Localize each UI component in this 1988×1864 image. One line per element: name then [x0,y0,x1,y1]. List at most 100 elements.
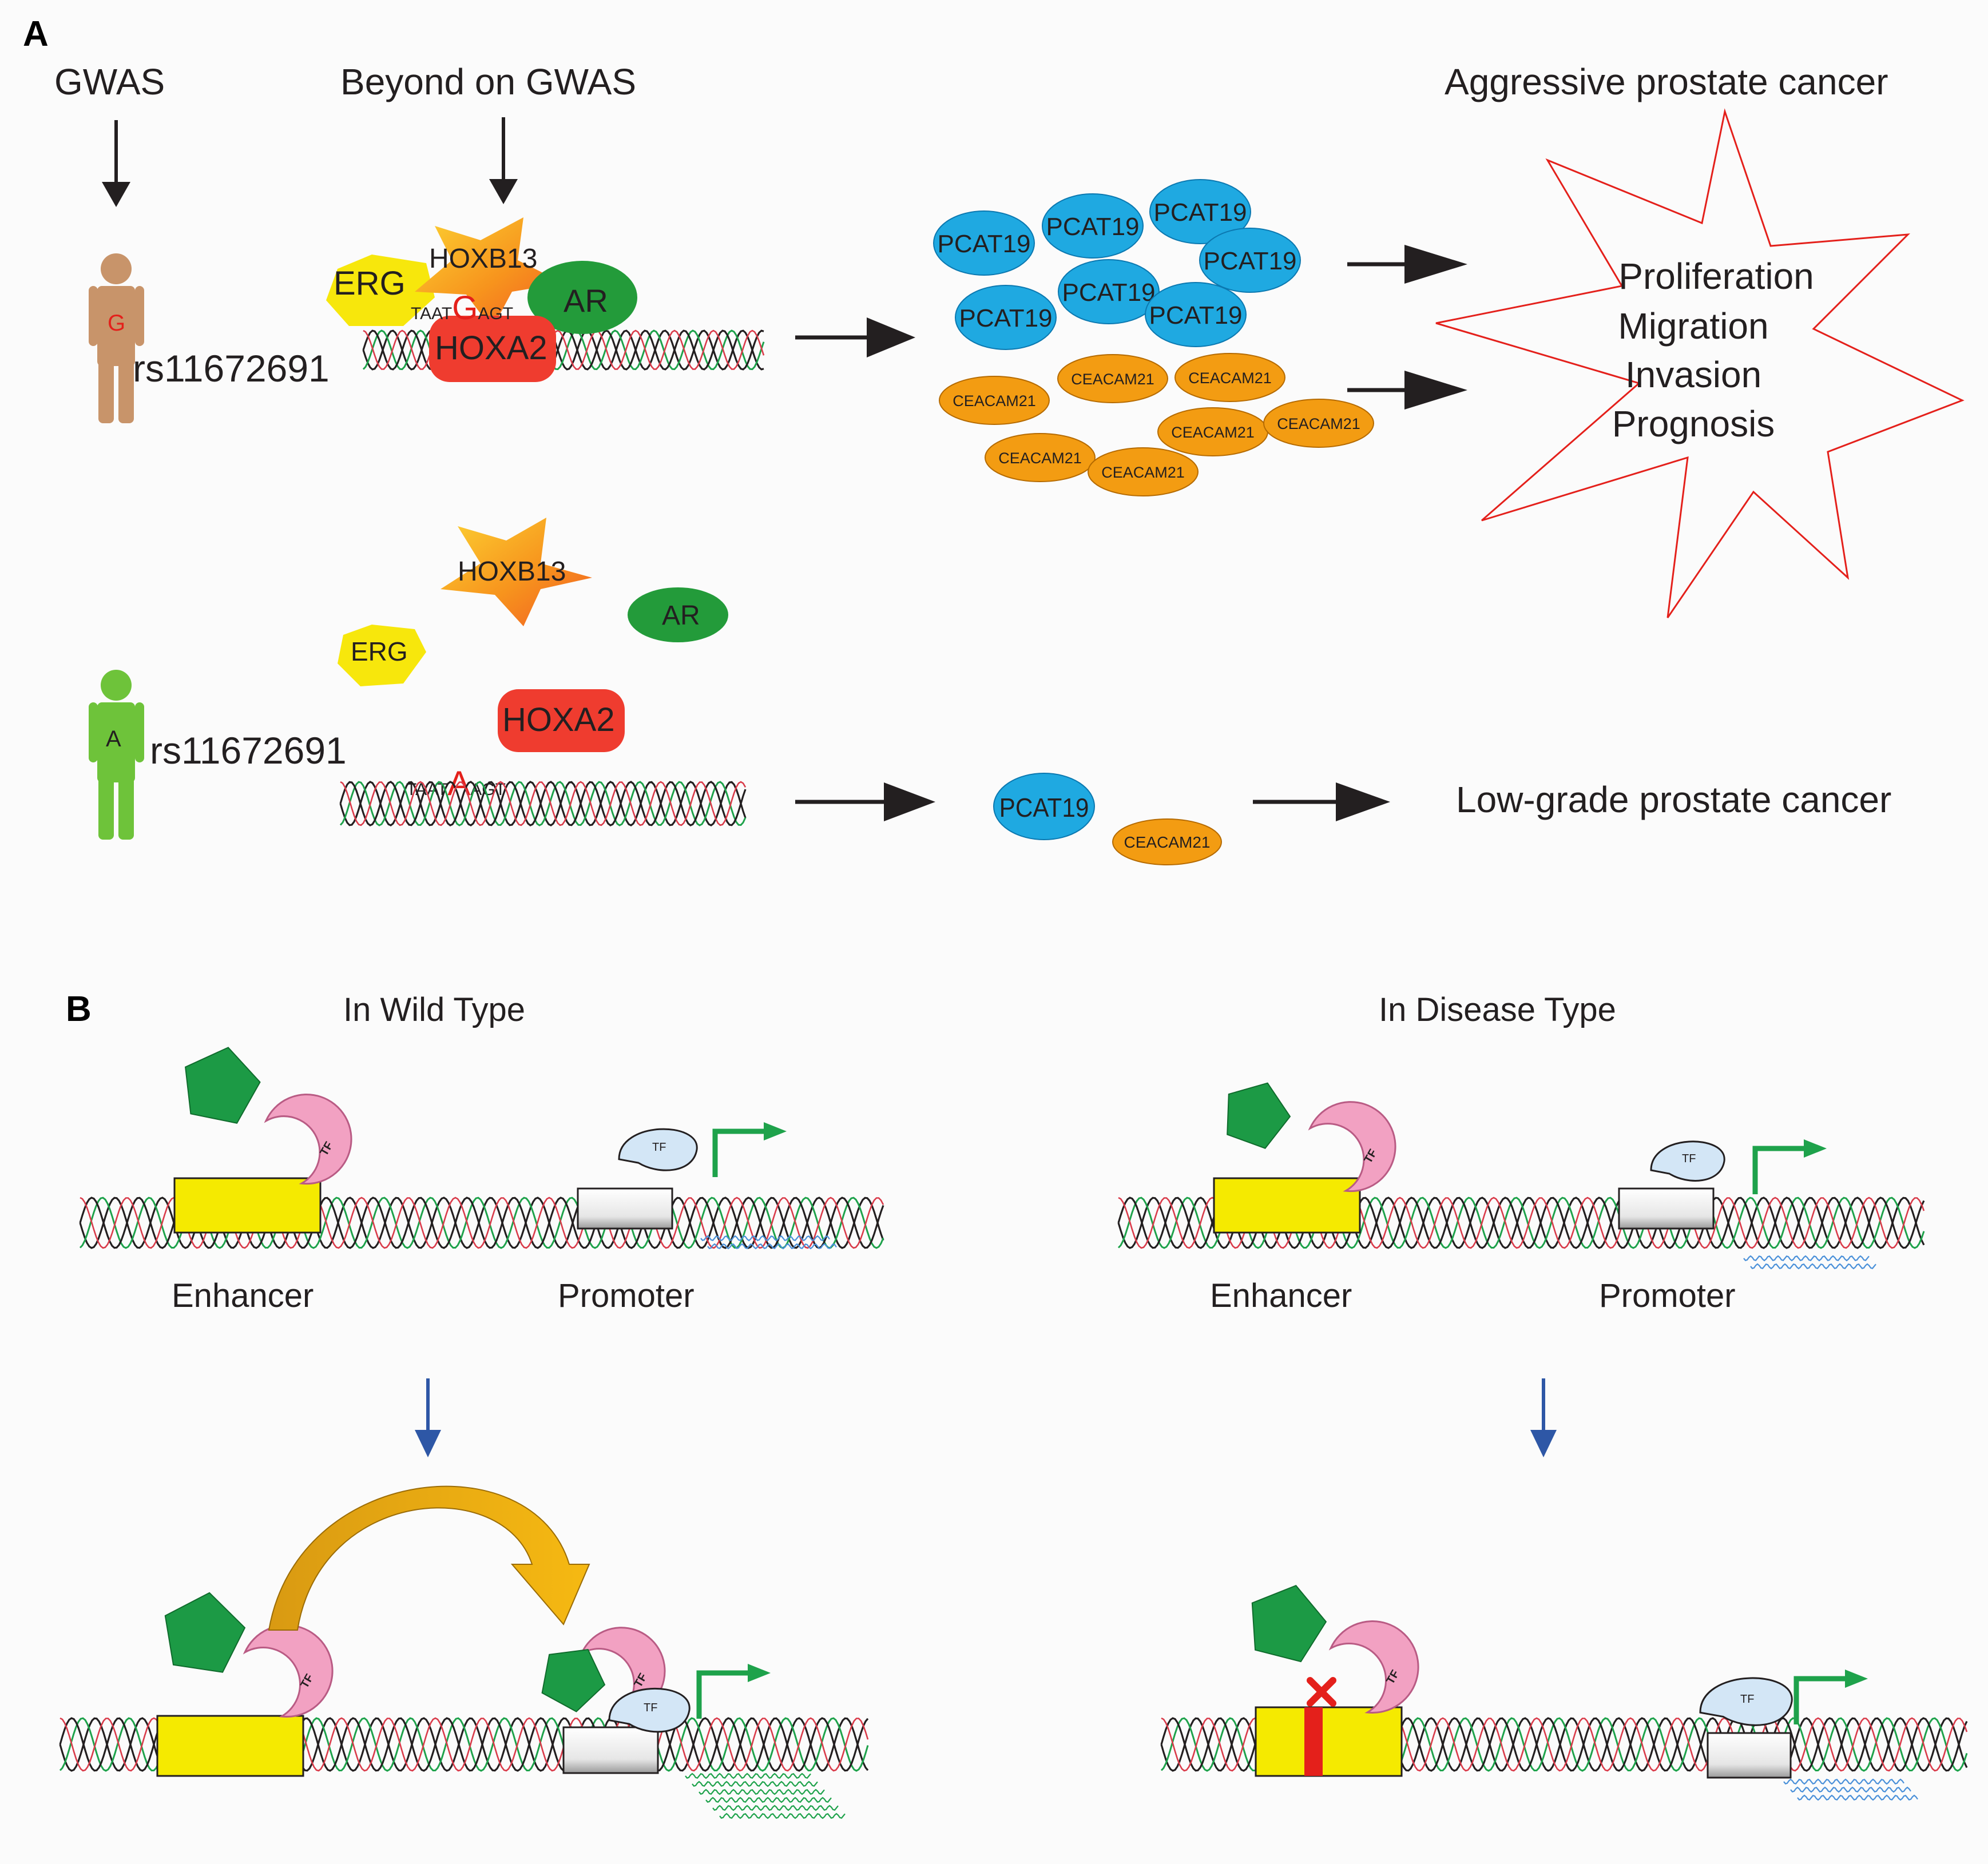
tf-oval-blue: TF [618,1128,698,1171]
tf-crescent-pink: TF [1328,1620,1419,1714]
transcript [692,1780,818,1787]
ceacam21-ellipse [939,376,1050,425]
transcript [1783,1778,1904,1785]
tf-crescent-shape [1328,1620,1419,1714]
snp-id-a: rs11672691 [150,729,347,772]
enhancer-box [156,1715,304,1777]
promoter-label-disease: Promoter [1599,1277,1736,1314]
pcat19-label: PCAT19 [1046,213,1139,241]
ceacam21-label: CEACAM21 [1188,369,1272,387]
tf-label: TF [652,1141,666,1154]
enhancer-box [173,1177,322,1234]
promoter-box [1618,1187,1715,1230]
pcat19-label: PCAT19 [959,304,1052,332]
looping-arrow [268,1485,590,1631]
ceacam21-ellipse [1263,399,1374,448]
promoter-label-wild: Promoter [558,1277,695,1314]
beyond-down-arrow [489,117,518,204]
hoxb13-label-a: HOXB13 [458,557,566,587]
cofactor-pentagon [185,1047,261,1124]
pcat19-ellipse [933,210,1035,276]
tf-oval-blue: TF [1699,1677,1793,1726]
transcript [712,1805,839,1811]
pcat19-ellipse [1058,259,1160,324]
hoxa2-box-g [429,316,556,382]
outcome-prognosis: Prognosis [1612,403,1775,444]
erg-label-g: ERG [334,265,406,302]
tf-oval-shape [1699,1677,1793,1726]
arrow-pcat19-to-outcomes [1347,245,1467,284]
dna-strand-2 [1117,1197,1925,1249]
dna-strand-0 [339,781,747,826]
outcome-migration: Migration [1618,305,1768,347]
dna-helix-top [362,329,765,371]
seq-a: TAATAAGT [406,764,506,802]
aggressive-cancer-label: Aggressive prostate cancer [1445,61,1888,102]
transcript [700,1235,830,1242]
transcript [705,1797,832,1803]
gwas-label: GWAS [54,61,165,102]
tss-head [764,1122,787,1140]
dna-strand-2 [79,1197,884,1249]
arrow-ceacam21-to-outcomes [1347,371,1467,410]
person-a-allele-icon [89,670,144,840]
ceacam21-ellipse [1088,447,1199,496]
tss-head [1804,1139,1827,1158]
transcript [707,1243,837,1250]
cofactor-pentagon [164,1592,246,1673]
transcript-waves [700,1235,837,1250]
tf-label: TF [1740,1693,1754,1706]
transcript-waves [1783,1778,1918,1801]
erg-hexagon [326,255,435,326]
tss-head [1845,1670,1868,1688]
transcript [719,1813,846,1819]
promoter-box [577,1187,673,1230]
enhancer-box [1255,1706,1403,1777]
pcat19-label: PCAT19 [1149,301,1242,329]
tf-oval-shape [618,1128,698,1171]
ceacam21-label: CEACAM21 [1101,464,1185,481]
arrow-to-lowgrade [1253,782,1390,821]
tss-line [1793,1676,1851,1724]
arrow-to-a-products [795,782,935,821]
hoxb13-label-g: HOXB13 [429,244,537,274]
transcript [685,1772,811,1779]
enhancer-label-wild: Enhancer [172,1277,314,1314]
beyond-gwas-label: Beyond on GWAS [340,61,636,102]
tss-arrow-green [696,1664,771,1719]
outcome-invasion: Invasion [1625,354,1761,395]
tss-arrow-green [1752,1139,1827,1194]
allele-g-marker: G [108,311,125,336]
ceacam21-label: CEACAM21 [1071,371,1154,388]
enhancer-label-disease: Enhancer [1210,1277,1352,1314]
blocked-binding-x-icon [1307,1677,1336,1707]
ceacam21-label-a: CEACAM21 [1124,833,1211,851]
dna-strand-3 [340,781,747,826]
gwas-down-arrow [102,120,130,207]
tss-arrow-green [1793,1670,1868,1724]
tf-crescent-pink: TF [243,1624,334,1718]
hoxb13-star-free [441,518,592,626]
ceacam21-label: CEACAM21 [1277,415,1360,432]
pcat19-ellipse [955,285,1057,350]
dna-helix [362,329,765,371]
dna-strand-1 [339,781,747,826]
tss-line [1752,1146,1810,1194]
pcat19-ellipse-a [993,773,1095,840]
lowgrade-cancer-label: Low-grade prostate cancer [1456,779,1891,820]
tf-oval-blue: TF [1650,1140,1725,1182]
pcat19-label: PCAT19 [1203,247,1296,275]
tss-line [712,1128,769,1177]
dna-helix-a [339,781,747,826]
snp-id-g: rs11672691 [133,347,330,390]
pcat19-label-a: PCAT19 [999,793,1089,822]
hoxb13-star [415,217,564,329]
promoter-box [1707,1732,1792,1779]
panel-b-label: B [66,989,92,1029]
ar-ellipse-free [628,587,728,642]
erg-hexagon-free [338,625,426,686]
dna-helix [339,781,747,826]
cofactor-pentagon [1227,1082,1291,1149]
